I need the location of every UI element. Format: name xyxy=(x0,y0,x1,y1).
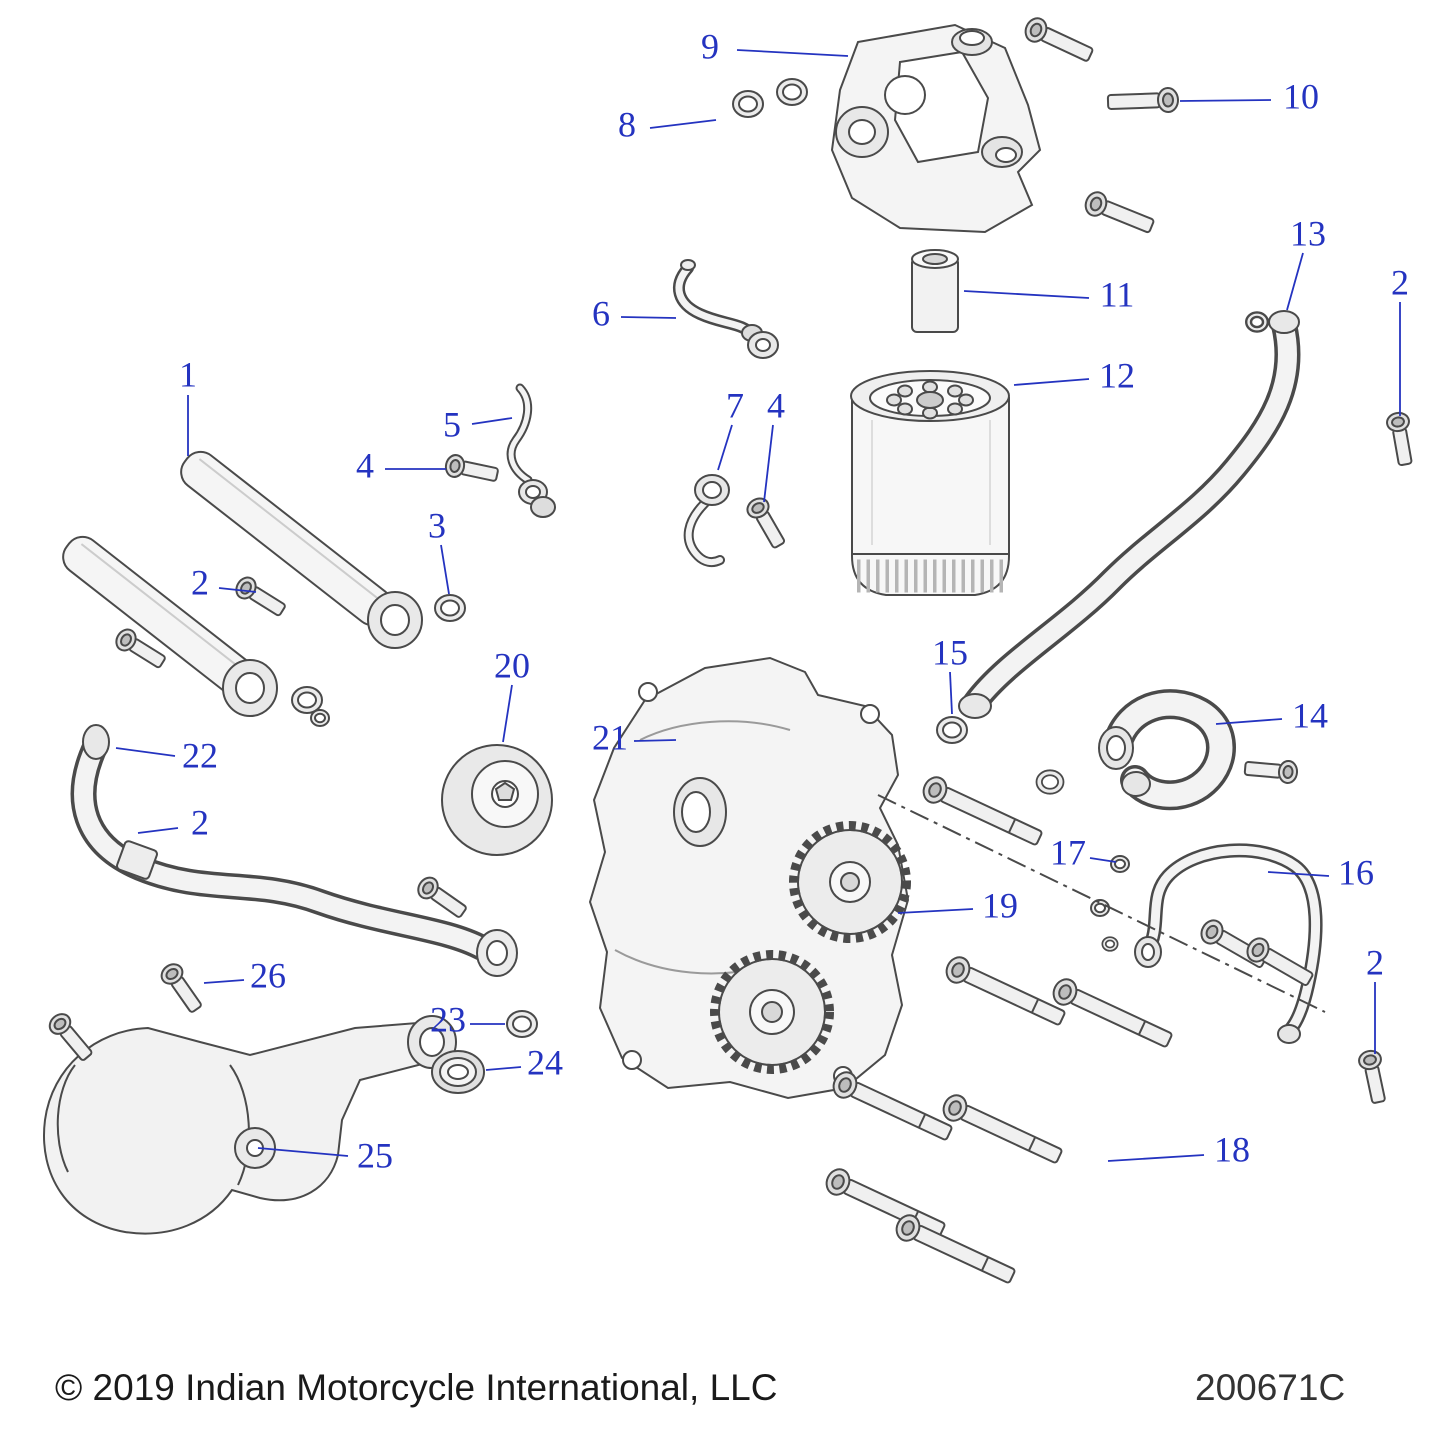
callout-15: 15 xyxy=(932,632,968,672)
callout-12: 12 xyxy=(1099,355,1135,395)
part-oring-23 xyxy=(506,1010,538,1038)
part-bolt-26 xyxy=(156,959,207,1017)
callout-19: 19 xyxy=(982,885,1018,925)
callout-10: 10 xyxy=(1283,76,1319,116)
callout-24: 24 xyxy=(527,1042,563,1082)
callout-22: 22 xyxy=(182,735,218,775)
callout-4: 4 xyxy=(356,445,374,485)
part-cover-25 xyxy=(43,1009,457,1235)
callout-14: 14 xyxy=(1292,695,1328,735)
leader-line-15 xyxy=(949,671,953,715)
parts-artwork xyxy=(43,13,1418,1290)
leader-line-5 xyxy=(471,417,513,425)
part-orings-8 xyxy=(732,78,808,118)
part-bracket-5 xyxy=(506,383,556,518)
leader-line-26 xyxy=(203,979,245,984)
part-tubes-1 xyxy=(62,450,423,727)
callout-2: 2 xyxy=(191,562,209,602)
part-oring-3 xyxy=(434,594,466,622)
leader-line-8 xyxy=(649,119,717,129)
callout-17: 17 xyxy=(1050,832,1086,872)
leader-line-9 xyxy=(736,49,849,57)
part-oil-pump xyxy=(588,656,911,1100)
leader-line-17 xyxy=(1089,857,1117,863)
callout-2: 2 xyxy=(1366,942,1384,982)
leader-line-19 xyxy=(897,908,974,914)
leader-line-4 xyxy=(763,424,774,503)
part-fitting-7 xyxy=(683,474,730,568)
leader-line-20 xyxy=(502,684,513,743)
callout-25: 25 xyxy=(357,1135,393,1175)
leader-line-11 xyxy=(963,290,1090,299)
callout-8: 8 xyxy=(618,104,636,144)
part-pipe-22 xyxy=(70,724,518,977)
leader-line-25 xyxy=(257,1147,349,1157)
callout-4: 4 xyxy=(767,385,785,425)
callout-13: 13 xyxy=(1290,213,1326,253)
part-fitting-6 xyxy=(673,259,779,359)
callout-16: 16 xyxy=(1338,852,1374,892)
leader-line-2 xyxy=(137,827,179,834)
callout-9: 9 xyxy=(701,26,719,66)
leader-line-10 xyxy=(1179,99,1272,102)
part-bolts-4 xyxy=(442,452,791,552)
part-bolts-18 xyxy=(821,772,1391,1290)
leader-line-16 xyxy=(1267,871,1330,877)
part-elbow-14 xyxy=(1098,689,1299,811)
part-bolts-top xyxy=(1020,13,1418,468)
part-pipe-13 xyxy=(958,310,1301,719)
leader-line-6 xyxy=(620,316,677,319)
callout-7: 7 xyxy=(726,385,744,425)
leader-line-7 xyxy=(717,424,733,471)
leader-line-22 xyxy=(115,747,176,757)
leader-line-14 xyxy=(1215,718,1283,725)
callout-1: 1 xyxy=(179,354,197,394)
callout-18: 18 xyxy=(1214,1129,1250,1169)
callout-11: 11 xyxy=(1100,274,1135,314)
callout-20: 20 xyxy=(494,645,530,685)
callout-26: 26 xyxy=(250,955,286,995)
callout-5: 5 xyxy=(443,404,461,444)
callout-6: 6 xyxy=(592,293,610,333)
part-seal-24 xyxy=(431,1050,485,1094)
callout-23: 23 xyxy=(430,999,466,1039)
diagram-code: 200671C xyxy=(1195,1367,1345,1408)
callout-2: 2 xyxy=(1391,262,1409,302)
leader-line-13 xyxy=(1286,252,1304,311)
leader-line-3 xyxy=(440,544,450,595)
copyright-text: © 2019 Indian Motorcycle International, … xyxy=(55,1367,777,1408)
part-filter-head xyxy=(830,23,1042,234)
part-spacer-11 xyxy=(911,249,959,333)
leader-line-24 xyxy=(485,1066,522,1071)
part-orings-15 xyxy=(936,716,1065,795)
callout-2: 2 xyxy=(191,802,209,842)
callout-21: 21 xyxy=(592,717,628,757)
part-pipe-16 xyxy=(1134,843,1323,1044)
callout-3: 3 xyxy=(428,505,446,545)
centerline xyxy=(877,794,1326,1013)
leader-line-21 xyxy=(633,739,677,742)
leader-line-12 xyxy=(1013,378,1090,386)
leader-line-2 xyxy=(218,587,257,593)
leader-line-18 xyxy=(1107,1154,1205,1162)
part-washers-17 xyxy=(1090,855,1130,952)
part-rotor-20 xyxy=(441,744,553,856)
part-oil-filter xyxy=(850,370,1010,596)
